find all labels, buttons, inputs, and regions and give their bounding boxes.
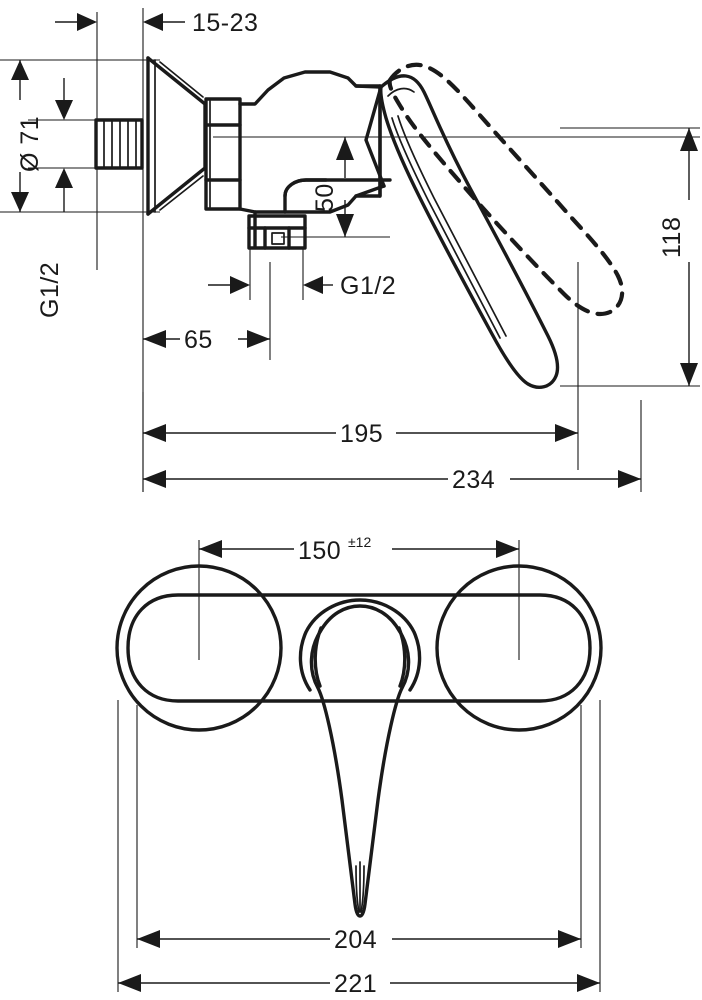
label-bg-150 [294,533,392,565]
mixer-body-outline [238,70,382,214]
escutcheon-left-circle [115,564,283,732]
label-bg-221 [330,968,390,998]
dim-label-outlet-thread: G1/2 [340,272,396,300]
arrow-right-65 [247,330,270,348]
mixer-lower-shelf [283,178,392,198]
escutcheon-cone-hl2 [159,175,204,211]
front-body-outline [126,593,592,703]
dim-label-inlet-thread: G1/2 [36,262,64,318]
hex-nut [204,97,242,211]
inlet-nipple [94,118,144,170]
dim-overall-width: 221 [118,968,600,998]
dim-center-to-outlet: 50 [311,137,354,237]
dim-inlet-thread: G1/2 [36,262,64,318]
inlet-nipple-threads [103,120,137,168]
dim-lever-height: 118 [658,128,702,386]
dim-lever-reach-open: 234 [143,464,641,494]
dim-label-body-depth: 65 [184,326,213,354]
lever-closed-outline [379,74,560,389]
front-lever-shade-right [397,626,407,688]
side-view-group: 15-23 Ø 71 G1/2 50 [0,8,702,494]
front-lever [298,598,422,918]
escutcheon-cone [146,56,207,216]
lever-open-outline [387,62,625,317]
arrow-up-50 [336,137,354,160]
dim-label-lever-height: 118 [658,217,686,258]
arrow-down-d71-inner [55,100,73,120]
outlet-block [247,214,307,250]
arrow-left-195 [143,424,166,442]
escutcheon-right-circle [435,564,603,732]
lever-pivot-face [364,85,386,188]
arrow-left-221 [118,974,141,992]
hex-nut-body [204,97,242,211]
label-bg-204 [330,924,392,954]
dim-label-escutcheon-diameter: Ø 71 [16,116,44,172]
lever-closed-highlight-1 [391,117,501,339]
lever-closed-shoulder [387,87,415,97]
dim-label-lever-reach-closed: 195 [340,420,383,448]
escutcheon-assembly [94,56,207,216]
arrow-left-15-23 [143,13,163,31]
front-lever-ring [298,598,422,692]
mixer-body [238,70,392,248]
dim-label-inlet-centres: 150 [298,537,341,565]
dim-inlet-centres: 150 ±12 [199,533,519,565]
arrow-down-118 [680,363,698,386]
label-bg-234 [448,464,510,494]
outlet-block-line2 [263,226,291,250]
dim-label-overall-width: 221 [334,970,377,998]
dim-escutcheon-diameter: Ø 71 [11,60,73,212]
front-lever-body [309,604,411,918]
arrow-right-150 [496,540,519,558]
dim-lever-reach-closed: 195 [143,418,578,448]
label-bg-118 [674,200,702,262]
dim-label-lever-reach-open: 234 [452,466,495,494]
label-bg-195 [336,418,396,448]
lever-open [387,62,625,317]
dim-outlet-thread: G1/2 [208,272,396,300]
front-lever-slit-sides [355,865,365,913]
arrow-right-outlet-thread [230,276,250,294]
hex-nut-facets [204,123,242,182]
lever-closed [354,74,560,389]
arrow-right-195 [555,424,578,442]
label-bg-65 [180,324,238,354]
escutcheon-cone-hl1 [159,61,204,98]
arrow-down-50 [336,214,354,237]
lever-pivot-shoulder [354,84,386,198]
front-view-extension-lines [117,540,601,992]
arrow-right-221 [577,974,600,992]
dim-label-center-to-outlet: 50 [311,183,339,212]
front-lever-shade-left [313,626,323,688]
arrow-left-150 [199,540,222,558]
dim-label-body-width: 204 [334,926,377,954]
lever-closed-highlight-2 [397,115,507,337]
arrow-left-outlet-thread [303,276,323,294]
arrow-right-234 [618,470,641,488]
dim-body-width: 204 [137,924,581,954]
outlet-bore [271,232,285,245]
front-body [126,593,592,703]
dim-wall-offset: 15-23 [55,9,258,37]
dim-label-wall-offset: 15-23 [192,9,258,37]
arrow-left-204 [137,930,160,948]
arrow-up-d71-outer [11,60,29,80]
arrow-down-d71-outer [11,192,29,212]
front-view-group: 150 ±12 204 221 [115,533,603,998]
arrow-left-234 [143,470,166,488]
arrow-right-15-23 [77,13,97,31]
arrow-up-d71-inner [55,168,73,188]
arrow-left-65 [143,330,166,348]
dim-label-inlet-centres-tolerance: ±12 [348,534,371,550]
dim-body-depth: 65 [143,324,270,354]
arrow-up-118 [680,128,698,151]
arrow-right-204 [558,930,581,948]
front-escutcheons [115,564,603,732]
side-view-extension-lines [0,8,700,492]
outlet-connector [247,214,307,250]
